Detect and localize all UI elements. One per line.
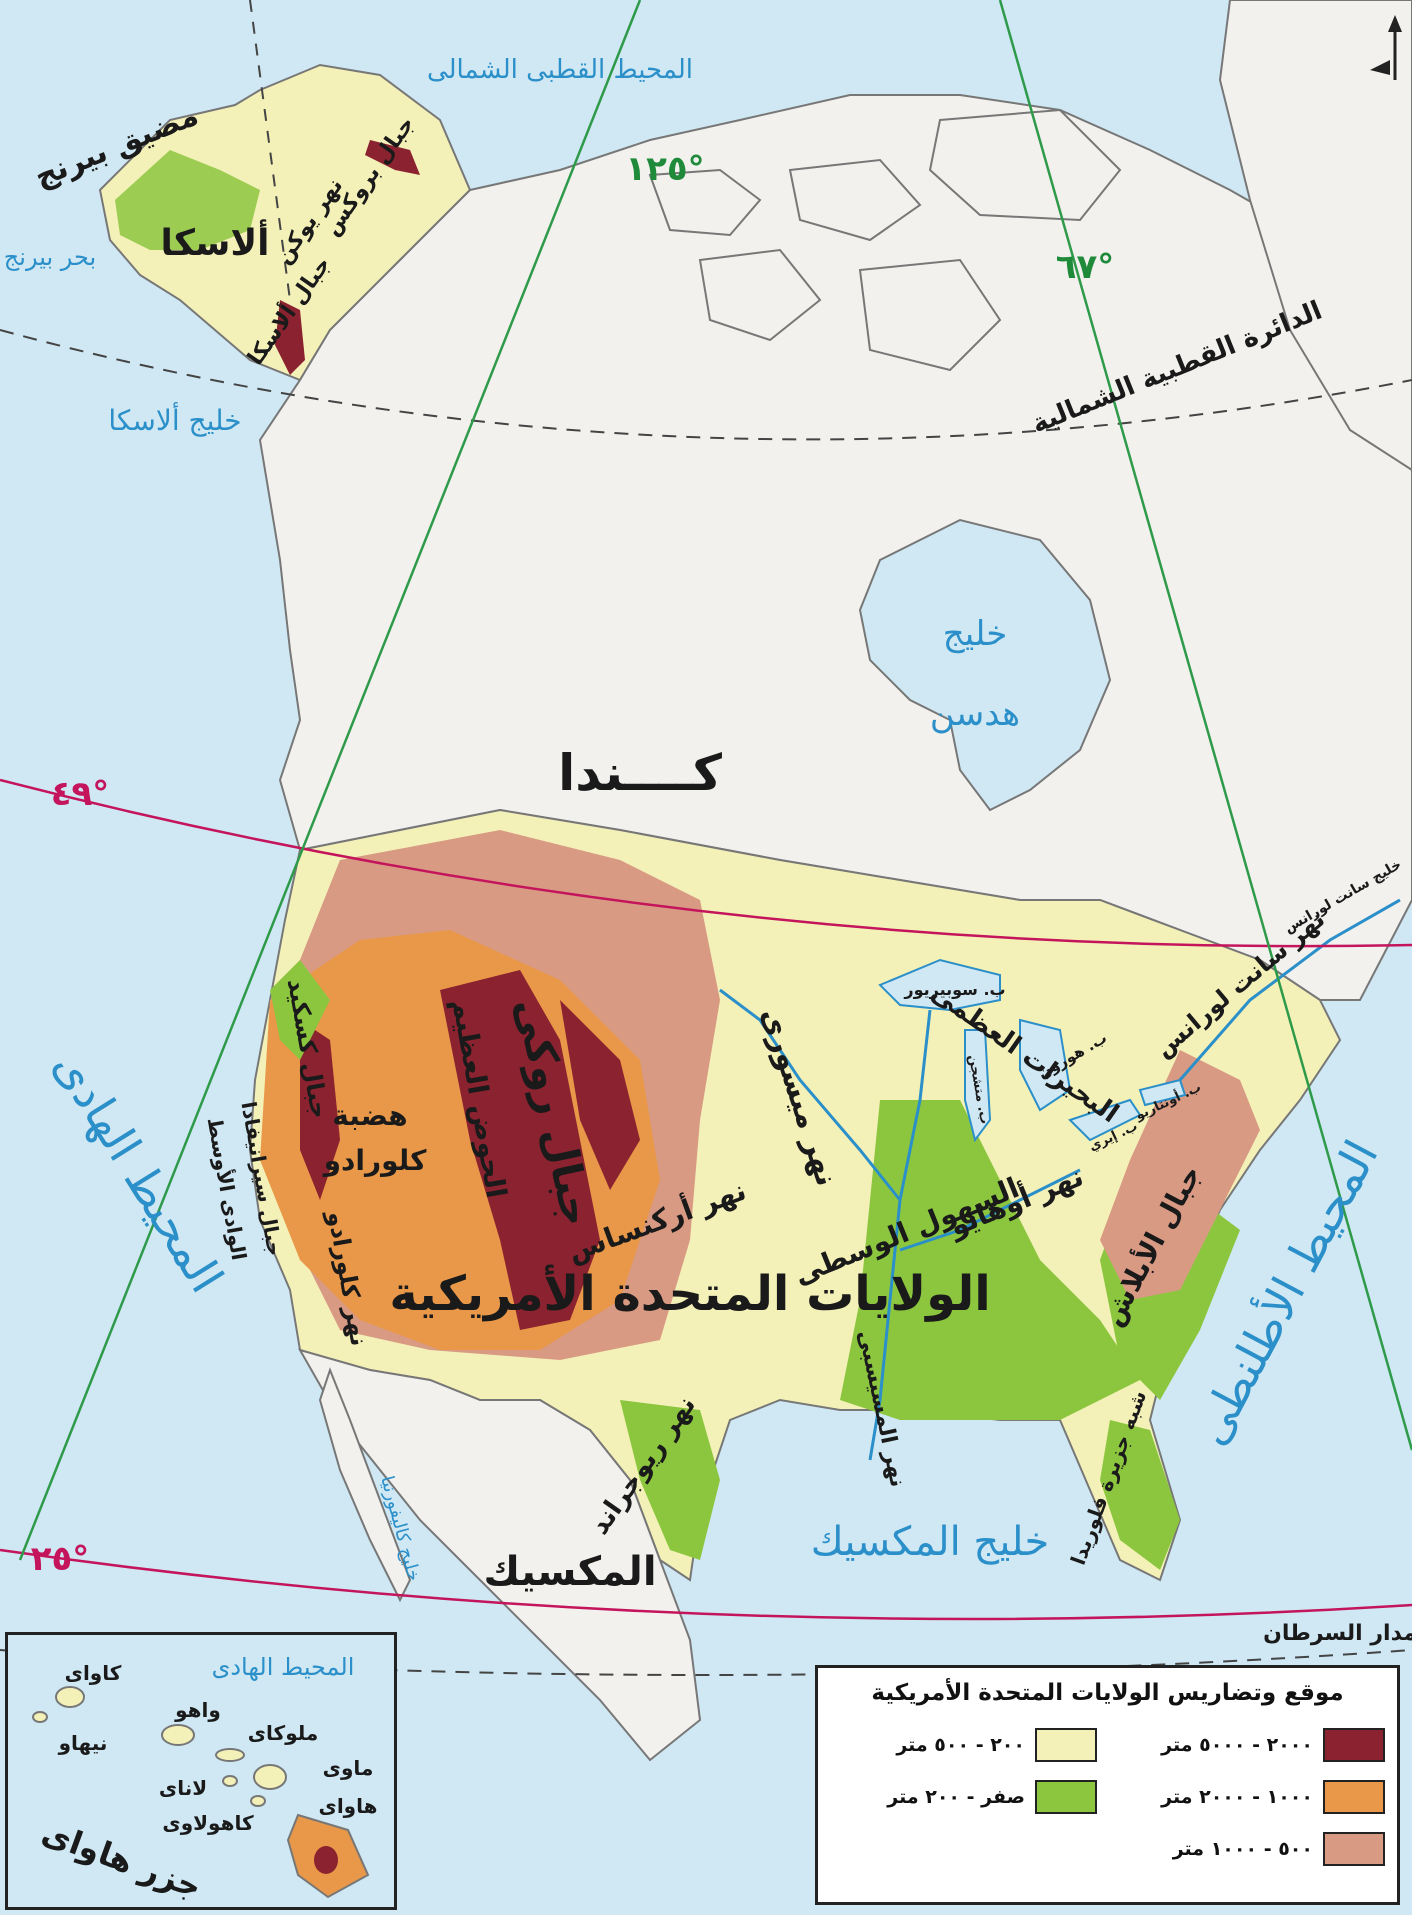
legend-item-2: ١٠٠٠ - ٢٠٠٠ متر <box>1161 1780 1385 1814</box>
alaska-mountain-range <box>275 300 305 375</box>
label-meridian-67: ٦٧° <box>1056 247 1115 287</box>
relief-lowland-pacific <box>270 960 330 1060</box>
label-usa: الولايات المتحدة الأمريكية <box>389 1264 990 1322</box>
lake-huron <box>1019 1018 1072 1112</box>
river-mississippi <box>868 1009 932 1461</box>
arctic-island-1 <box>648 168 762 237</box>
label-colorado-plateau-2: كلورادو <box>322 1144 427 1177</box>
label-lat-49: ٤٩° <box>51 774 110 814</box>
label-tropic-of-cancer: مدار السرطان <box>1263 1621 1412 1646</box>
relief-mountain-rocky-2 <box>560 1000 640 1190</box>
legend-label-4: ٥٠٠ - ١٠٠٠ متر <box>1172 1838 1313 1860</box>
map-legend: موقع وتضاريس الولايات المتحدة الأمريكية … <box>815 1665 1400 1905</box>
hawaii-inset: المحيط الهادى كاواى نيهاو واهو ملوكاى لا… <box>5 1632 397 1910</box>
label-kauai: كاواى <box>65 1661 122 1685</box>
alaska-border-dashed <box>249 0 291 301</box>
legend-label-3: صفر - ٢٠٠ متر <box>887 1786 1025 1808</box>
lake-michigan <box>964 1029 992 1143</box>
label-gulf-of-mexico: خليج المكسيك <box>811 1519 1050 1565</box>
island-lanai <box>222 1775 238 1787</box>
relief-lowland-central <box>840 1100 1140 1420</box>
label-bering-sea: بحر بيرنج <box>4 243 96 271</box>
relief-lowland-texas <box>620 1400 720 1560</box>
legend-item-3: صفر - ٢٠٠ متر <box>887 1780 1097 1814</box>
legend-label-2: ١٠٠٠ - ٢٠٠٠ متر <box>1161 1786 1313 1808</box>
legend-swatch-3 <box>1035 1780 1097 1814</box>
relief-hills-appalachian <box>1100 1050 1260 1300</box>
baja-california <box>318 1367 412 1603</box>
river-missouri <box>719 988 902 1201</box>
relief-mountain-rocky-1 <box>440 970 600 1330</box>
island-kahoolawe <box>250 1795 266 1807</box>
arctic-island-3 <box>928 108 1122 222</box>
label-mexico: المكسيك <box>483 1549 656 1595</box>
lake-erie <box>1068 1098 1142 1142</box>
legend-swatch-1 <box>1035 1728 1097 1762</box>
label-hawaii: هاواى <box>319 1794 378 1818</box>
legend-item-1: ٢٠٠ - ٥٠٠ متر <box>896 1728 1097 1762</box>
label-lanai: لاناى <box>159 1776 207 1800</box>
lake-superior <box>878 958 1001 1012</box>
legend-item-4: ٥٠٠ - ١٠٠٠ متر <box>1173 1832 1385 1866</box>
legend-label-0: ٢٠٠٠ - ٥٠٠٠ متر <box>1161 1734 1313 1756</box>
island-molokai <box>215 1748 245 1762</box>
island-hawaii-peak <box>314 1846 338 1874</box>
label-oahu: واهو <box>174 1698 221 1722</box>
arctic-island-4 <box>698 248 822 342</box>
arctic-circle-line <box>0 329 1412 441</box>
alaska-lowland <box>115 150 260 250</box>
label-kahoolawe: كاهولاوى <box>162 1811 254 1835</box>
label-hudson-bay-1: خليج <box>943 614 1007 654</box>
label-hudson-bay-2: هدسن <box>930 694 1020 734</box>
hawaii-inset-map: المحيط الهادى كاواى نيهاو واهو ملوكاى لا… <box>8 1635 394 1907</box>
meridian-67-line <box>998 0 1412 1451</box>
alaska-mountain-brooks <box>365 140 420 175</box>
meridian-125-line <box>18 0 642 1561</box>
island-niihau <box>32 1711 48 1723</box>
tropic-of-cancer-line <box>0 1649 1412 1676</box>
arctic-island-5 <box>858 258 1002 372</box>
legend-swatch-2 <box>1323 1780 1385 1814</box>
label-molokai: ملوكاى <box>248 1721 319 1745</box>
legend-swatch-0 <box>1323 1728 1385 1762</box>
hudson-bay-water <box>858 518 1112 812</box>
legend-item-0: ٢٠٠٠ - ٥٠٠٠ متر <box>1161 1728 1385 1762</box>
label-maui: ماوى <box>323 1756 374 1780</box>
label-niihau: نيهاو <box>58 1731 108 1755</box>
river-st-lawrence <box>1178 898 1401 1081</box>
island-kauai <box>55 1686 85 1708</box>
river-ohio <box>899 1168 1081 1252</box>
legend-swatch-4 <box>1323 1832 1385 1866</box>
mexico-landmass <box>297 1348 702 1762</box>
label-canada: كــــندا <box>558 744 723 802</box>
label-lat-25: ٢٥° <box>31 1539 90 1579</box>
label-gulf-of-alaska: خليج ألاسكا <box>108 401 241 437</box>
island-oahu <box>161 1724 195 1746</box>
latitude-25-line <box>0 1548 1412 1621</box>
label-colorado-plateau-1: هضبة <box>332 1099 407 1132</box>
arctic-island-2 <box>788 158 922 242</box>
island-maui <box>253 1764 287 1790</box>
label-alaska: ألاسكا <box>160 219 269 264</box>
relief-mountain-sierra <box>300 1020 340 1200</box>
latitude-49-line <box>0 778 1412 948</box>
legend-label-1: ٢٠٠ - ٥٠٠ متر <box>896 1734 1025 1756</box>
label-arctic-ocean: المحيط القطبى الشمالى <box>427 55 693 85</box>
label-lake-superior: ب. سوبيريور <box>903 980 1005 999</box>
lake-ontario <box>1138 1078 1187 1107</box>
legend-title: موقع وتضاريس الولايات المتحدة الأمريكية <box>871 1680 1344 1706</box>
label-meridian-125: ١٢٥° <box>625 149 704 189</box>
greenland-edge <box>1218 0 1412 472</box>
relief-lowland-florida <box>1100 1420 1180 1570</box>
label-inset-ocean: المحيط الهادى <box>212 1653 355 1681</box>
north-arrow-icon <box>1370 15 1402 80</box>
